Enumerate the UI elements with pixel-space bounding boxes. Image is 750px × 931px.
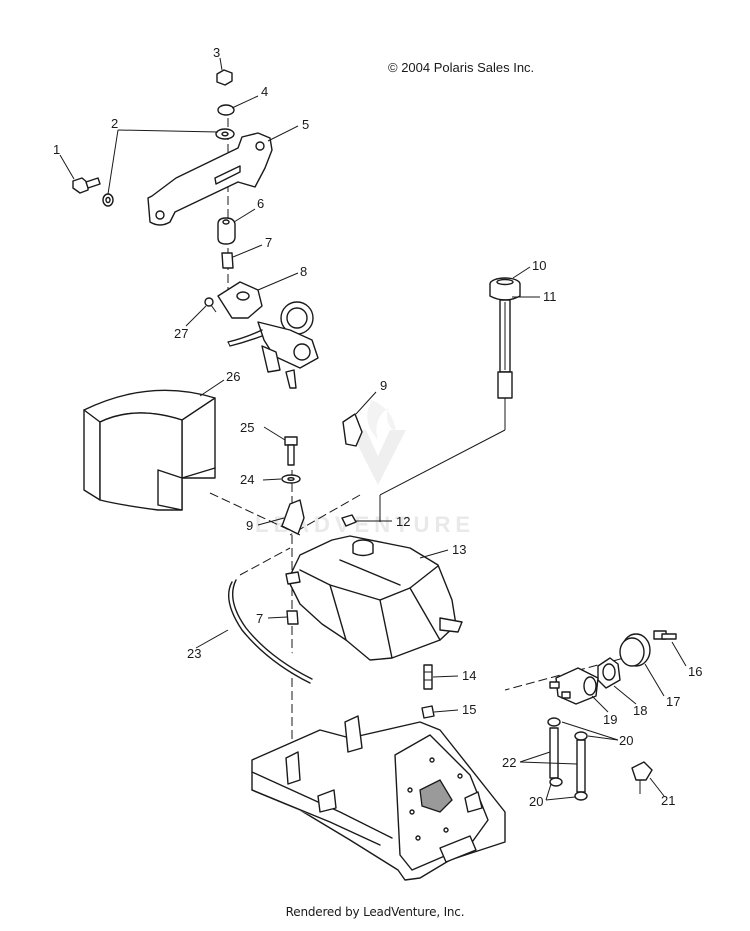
cap-part-20-c — [549, 777, 563, 787]
callout-5: 5 — [302, 117, 309, 132]
bushing-part-7-lower — [286, 610, 299, 625]
screw-part-27 — [204, 297, 217, 313]
callout-1: 1 — [53, 142, 60, 157]
callout-15: 15 — [462, 702, 476, 717]
callout-10: 10 — [532, 258, 546, 273]
leader-gauge-to-tank — [379, 429, 506, 496]
foam-pad-part-26 — [83, 389, 216, 511]
vehicle-frame — [251, 715, 506, 881]
callout-16: 16 — [688, 664, 702, 679]
callout-9-upper: 9 — [380, 378, 387, 393]
cap-part-20-d — [574, 791, 588, 801]
callout-22: 22 — [502, 755, 516, 770]
callout-4: 4 — [261, 84, 268, 99]
fitting-part-14 — [423, 664, 433, 690]
callout-27: 27 — [174, 326, 188, 341]
watermark-logo — [350, 400, 406, 485]
callout-9-lower: 9 — [246, 518, 253, 533]
callout-7-lower: 7 — [256, 611, 263, 626]
callout-13: 13 — [452, 542, 466, 557]
callout-20-lower: 20 — [529, 794, 543, 809]
callout-labels: 1 2 3 4 5 6 7 8 27 26 10 11 9 25 24 9 12… — [53, 45, 702, 809]
mounting-bracket — [147, 132, 273, 226]
cover-part-17 — [619, 633, 651, 667]
nut-part-3 — [216, 69, 233, 86]
fuel-tank-part-13 — [285, 535, 463, 661]
bracket-part-9-lower — [281, 499, 305, 535]
callout-19: 19 — [603, 712, 617, 727]
callout-26: 26 — [226, 369, 240, 384]
callout-7-top: 7 — [265, 235, 272, 250]
copyright-notice: © 2004 Polaris Sales Inc. — [388, 60, 535, 75]
cap-part-20-a — [547, 717, 561, 727]
callout-23: 23 — [187, 646, 201, 661]
tube-part-22-right — [576, 739, 586, 793]
gasket-part-18 — [597, 657, 621, 689]
callout-14: 14 — [462, 668, 476, 683]
leader-lines — [59, 57, 687, 801]
grommet-part-6 — [217, 217, 236, 245]
callout-20-upper: 20 — [619, 733, 633, 748]
callout-2: 2 — [111, 116, 118, 131]
fuel-cap-part-10 — [489, 277, 521, 301]
bracket-part-9-upper — [342, 413, 363, 447]
bushing-part-7-top — [221, 252, 234, 269]
centerline-9 — [289, 494, 361, 536]
tube-part-22-left — [549, 727, 559, 779]
callout-21: 21 — [661, 793, 675, 808]
clip-part-21 — [631, 761, 653, 781]
callout-17: 17 — [666, 694, 680, 709]
callout-11: 11 — [543, 289, 557, 304]
callout-8: 8 — [300, 264, 307, 279]
callout-12: 12 — [396, 514, 410, 529]
fuel-gauge-sender-part-11 — [497, 299, 513, 430]
callout-18: 18 — [633, 703, 647, 718]
footer-credit: Rendered by LeadVenture, Inc. — [285, 905, 465, 919]
centerline-hose — [239, 547, 291, 576]
callout-6: 6 — [257, 196, 264, 211]
callout-25: 25 — [240, 420, 254, 435]
clip-part-12 — [341, 514, 357, 527]
bolt-part-25 — [284, 436, 298, 466]
bolt-part-1 — [72, 177, 101, 194]
callout-24: 24 — [240, 472, 254, 487]
clamp-part-15 — [421, 705, 435, 719]
washer-part-4 — [217, 104, 235, 116]
fuel-pump-part-19 — [549, 667, 599, 705]
callout-3: 3 — [213, 45, 220, 60]
cap-part-20-b — [574, 731, 588, 741]
carburetor-assembly — [217, 281, 319, 389]
bolt-part-16 — [653, 630, 677, 640]
